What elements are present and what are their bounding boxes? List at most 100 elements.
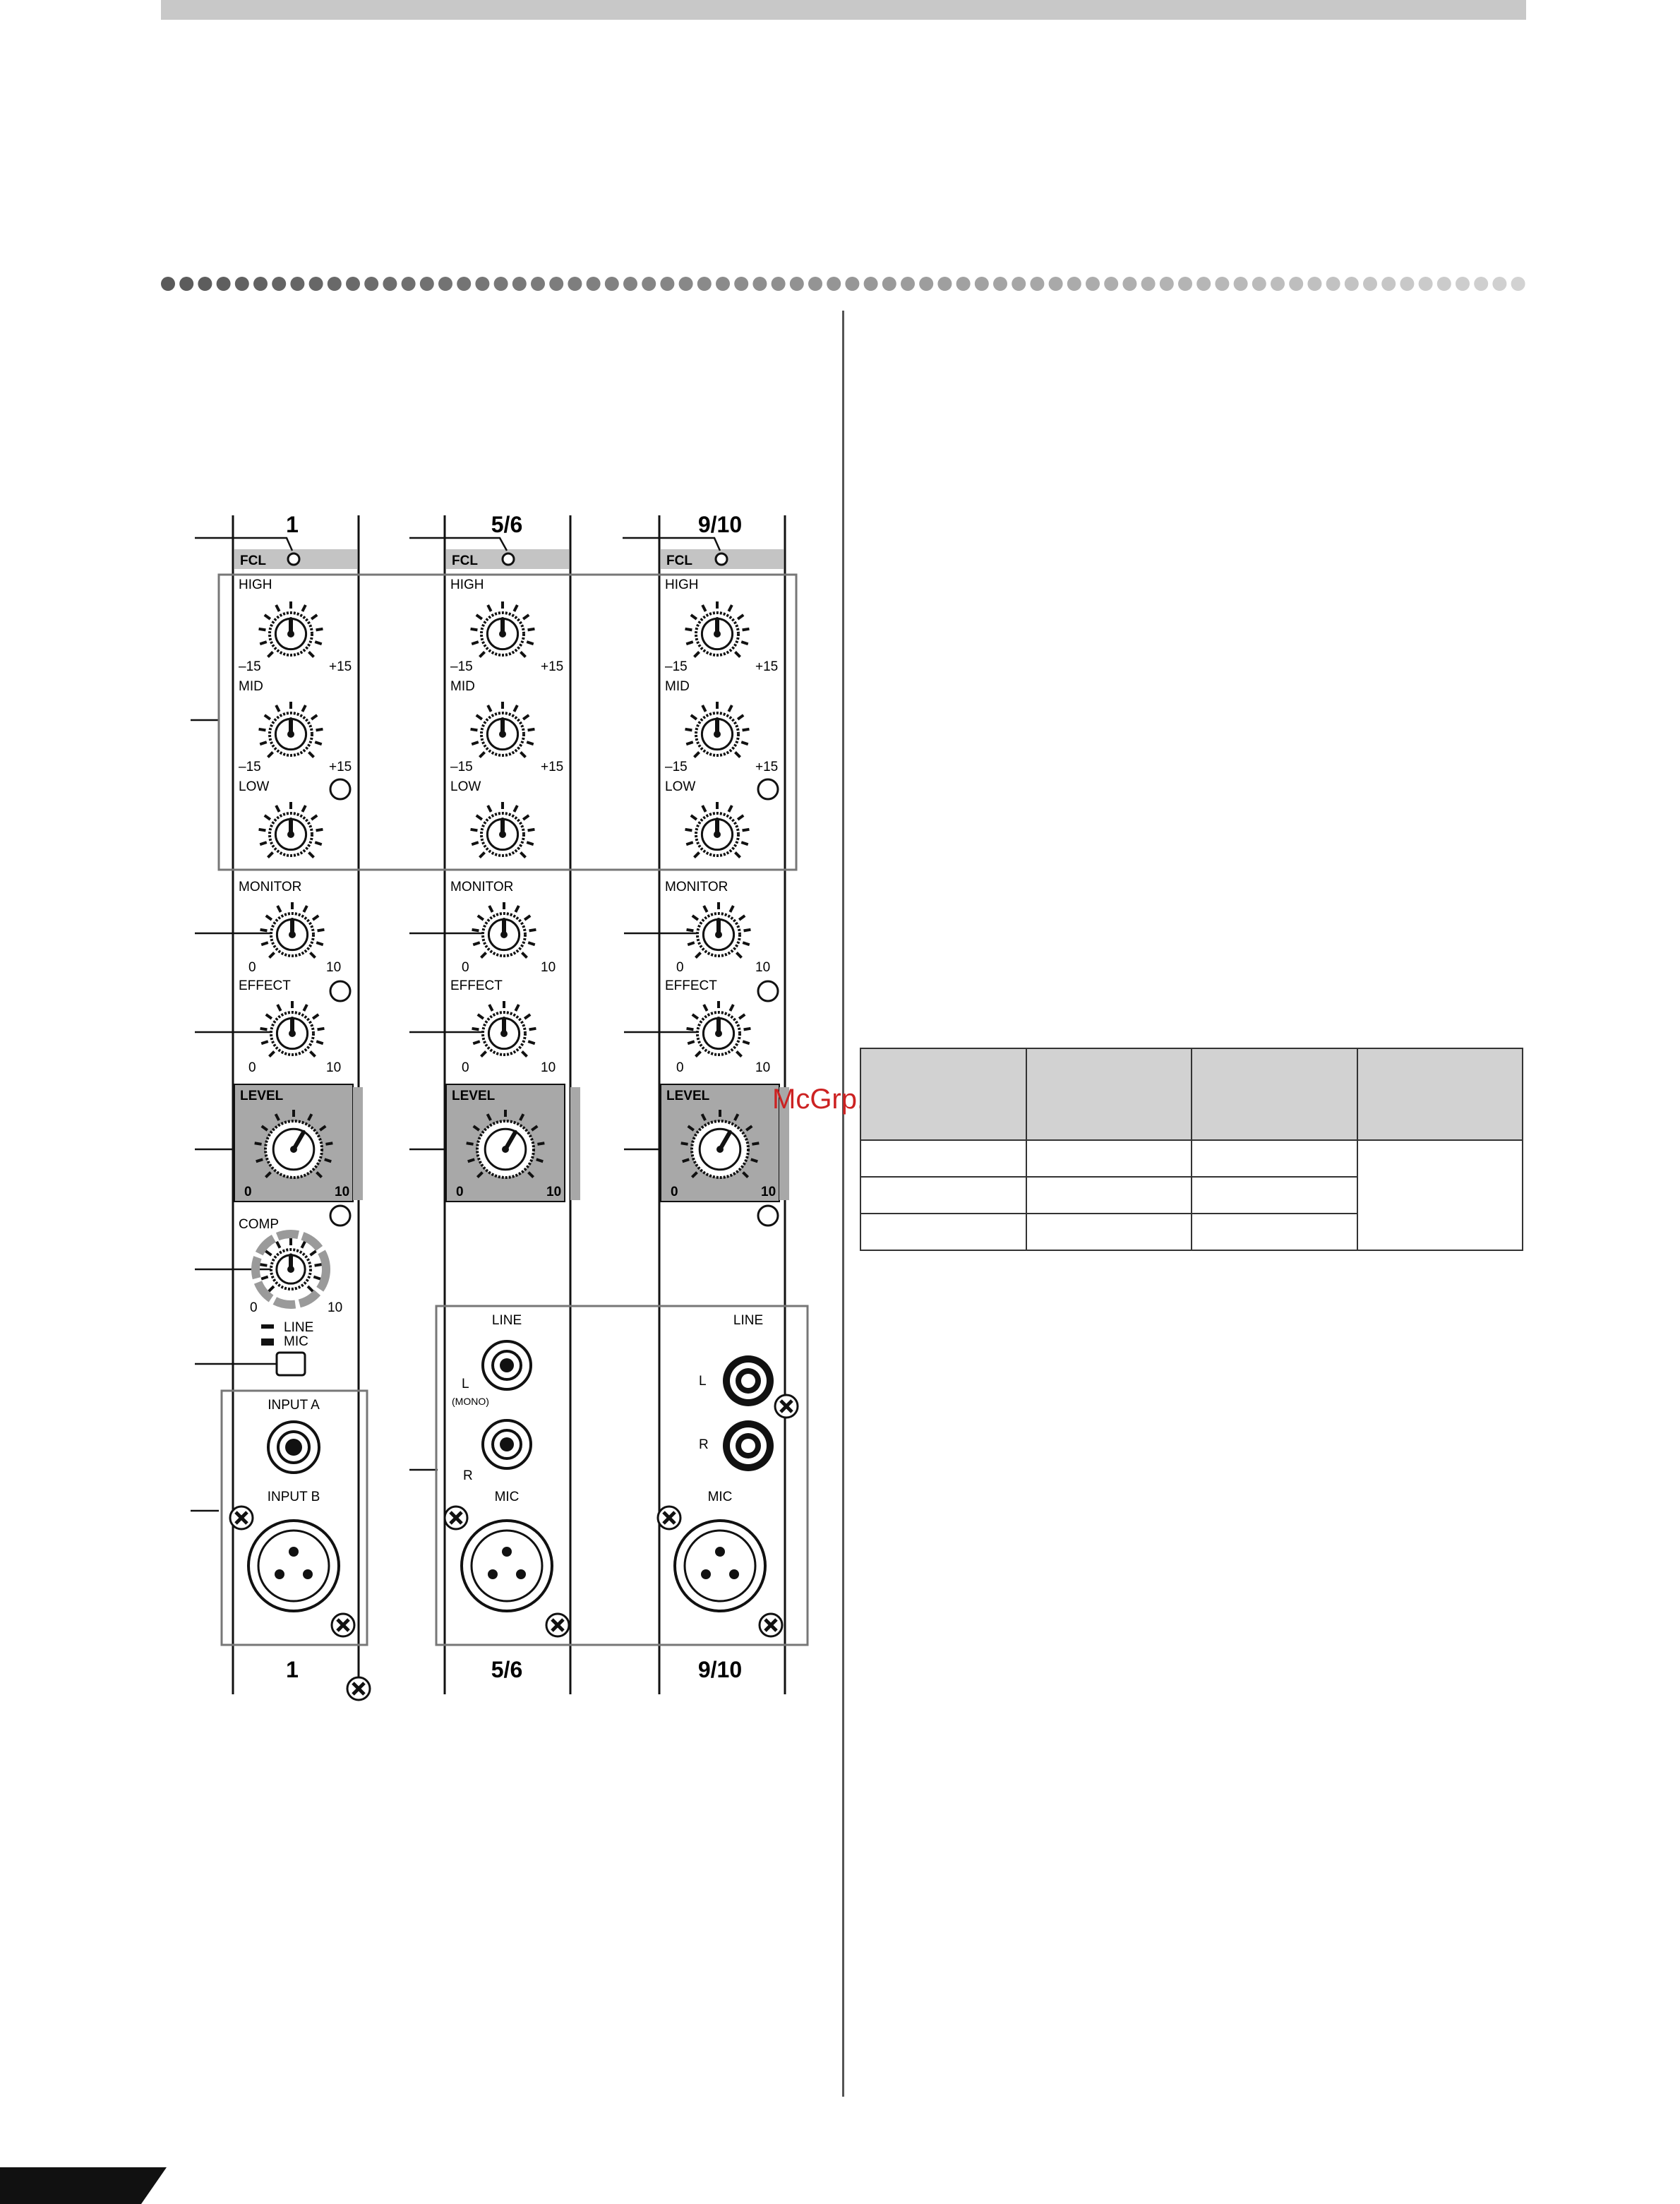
jack-connector-icon[interactable] — [481, 1340, 532, 1391]
monitor-label: MONITOR — [239, 880, 301, 894]
rule-dot — [734, 277, 749, 291]
rule-dot — [1030, 277, 1045, 291]
rule-dot — [586, 277, 601, 291]
mic-label: MIC — [708, 1490, 733, 1504]
eq-low-knob-icon[interactable] — [470, 802, 535, 858]
rule-dot — [1363, 277, 1377, 291]
rule-dot — [253, 277, 268, 291]
spec-table — [860, 1048, 1523, 1251]
input-frame-stereo — [435, 1305, 809, 1646]
eq-low-knob-icon[interactable] — [685, 802, 750, 858]
rule-dot — [1436, 277, 1451, 291]
knob-max-label: 10 — [541, 1060, 556, 1075]
eq-min-label: –15 — [665, 659, 688, 674]
screw-icon — [757, 980, 779, 1002]
mic-label: MIC — [495, 1490, 520, 1504]
comp-ring — [251, 1230, 330, 1309]
monitor-knob-icon[interactable] — [260, 902, 325, 959]
xlr-connector-icon[interactable] — [460, 1519, 553, 1612]
knob-max-label: 10 — [755, 960, 770, 975]
rule-dot — [845, 277, 860, 291]
jack-connector-icon[interactable] — [267, 1420, 320, 1474]
l-label: L — [699, 1374, 707, 1389]
knob-min-label: 0 — [248, 1060, 256, 1075]
table-header-row — [860, 1048, 1523, 1141]
knob-min-label: 0 — [462, 1060, 469, 1075]
rule-dot — [1086, 277, 1100, 291]
knob-max-label: 10 — [335, 1185, 349, 1199]
comp-knob-icon[interactable] — [260, 1238, 322, 1293]
eq-high-knob-icon[interactable] — [685, 601, 750, 658]
channel-label-top-3: 9/10 — [698, 512, 742, 537]
rule-dot — [1178, 277, 1192, 291]
eq-high-knob-icon[interactable] — [258, 601, 323, 658]
led-icon — [501, 552, 515, 566]
knob-min-label: 0 — [244, 1185, 252, 1199]
rule-dot — [272, 277, 287, 291]
rca-connector-icon[interactable] — [723, 1420, 774, 1471]
screw-icon — [346, 1676, 371, 1701]
rule-dot — [290, 277, 305, 291]
eq-high-label: HIGH — [239, 577, 272, 592]
monitor-label: MONITOR — [450, 880, 513, 894]
line-switch-label: LINE — [284, 1320, 313, 1335]
knob-max-label: 10 — [326, 960, 341, 975]
rule-dot — [1159, 277, 1174, 291]
rule-dot — [1252, 277, 1266, 291]
knob-min-label: 0 — [462, 960, 469, 975]
table-row — [860, 1139, 1523, 1251]
r-label: R — [699, 1437, 709, 1452]
eq-low-label: LOW — [450, 779, 481, 794]
rule-dot — [1289, 277, 1304, 291]
input-a-label: INPUT A — [268, 1398, 320, 1413]
rule-dot — [457, 277, 472, 291]
table-row — [860, 1213, 1523, 1251]
rule-dot — [512, 277, 527, 291]
knob-max-label: 10 — [326, 1060, 341, 1075]
rule-dot — [1418, 277, 1433, 291]
level-label: LEVEL — [452, 1089, 496, 1103]
table-header-cell — [1025, 1048, 1192, 1141]
level-knob-icon[interactable] — [466, 1110, 545, 1179]
rule-dot — [1271, 277, 1285, 291]
jack-connector-icon[interactable] — [481, 1419, 532, 1470]
rule-dot — [827, 277, 841, 291]
eq-max-label: +15 — [541, 659, 563, 674]
table-row — [860, 1176, 1523, 1214]
screw-icon — [757, 1204, 779, 1227]
effect-knob-icon[interactable] — [260, 1001, 325, 1058]
eq-mid-knob-icon[interactable] — [258, 702, 323, 758]
rule-dot — [179, 277, 194, 291]
monitor-label: MONITOR — [665, 880, 728, 894]
rule-dot — [419, 277, 434, 291]
rule-dot — [974, 277, 989, 291]
l-label: L — [462, 1377, 469, 1391]
eq-high-knob-icon[interactable] — [470, 601, 535, 658]
rca-connector-icon[interactable] — [723, 1355, 774, 1406]
eq-max-label: +15 — [755, 760, 778, 774]
rule-dot — [919, 277, 934, 291]
xlr-connector-icon[interactable] — [673, 1519, 767, 1612]
rule-dot — [752, 277, 767, 291]
table-cell — [1191, 1139, 1358, 1178]
effect-label: EFFECT — [665, 978, 717, 993]
screw-icon — [774, 1394, 799, 1419]
level-knob-icon[interactable] — [254, 1110, 333, 1179]
eq-low-knob-icon[interactable] — [258, 802, 323, 858]
eq-mid-knob-icon[interactable] — [685, 702, 750, 758]
xlr-connector-icon[interactable] — [247, 1519, 340, 1612]
eq-mid-label: MID — [450, 679, 475, 694]
r-label: R — [463, 1468, 473, 1483]
eq-mid-knob-icon[interactable] — [470, 702, 535, 758]
rule-dot — [1122, 277, 1137, 291]
table-header-cell — [1191, 1048, 1358, 1141]
monitor-knob-icon[interactable] — [472, 902, 536, 959]
rule-dot — [697, 277, 712, 291]
eq-max-label: +15 — [329, 760, 352, 774]
line-mic-switch[interactable] — [275, 1351, 306, 1377]
effect-knob-icon[interactable] — [686, 1001, 751, 1058]
channel-label-bottom-1: 1 — [286, 1657, 299, 1682]
effect-knob-icon[interactable] — [472, 1001, 536, 1058]
level-knob-icon[interactable] — [680, 1110, 760, 1179]
monitor-knob-icon[interactable] — [686, 902, 751, 959]
